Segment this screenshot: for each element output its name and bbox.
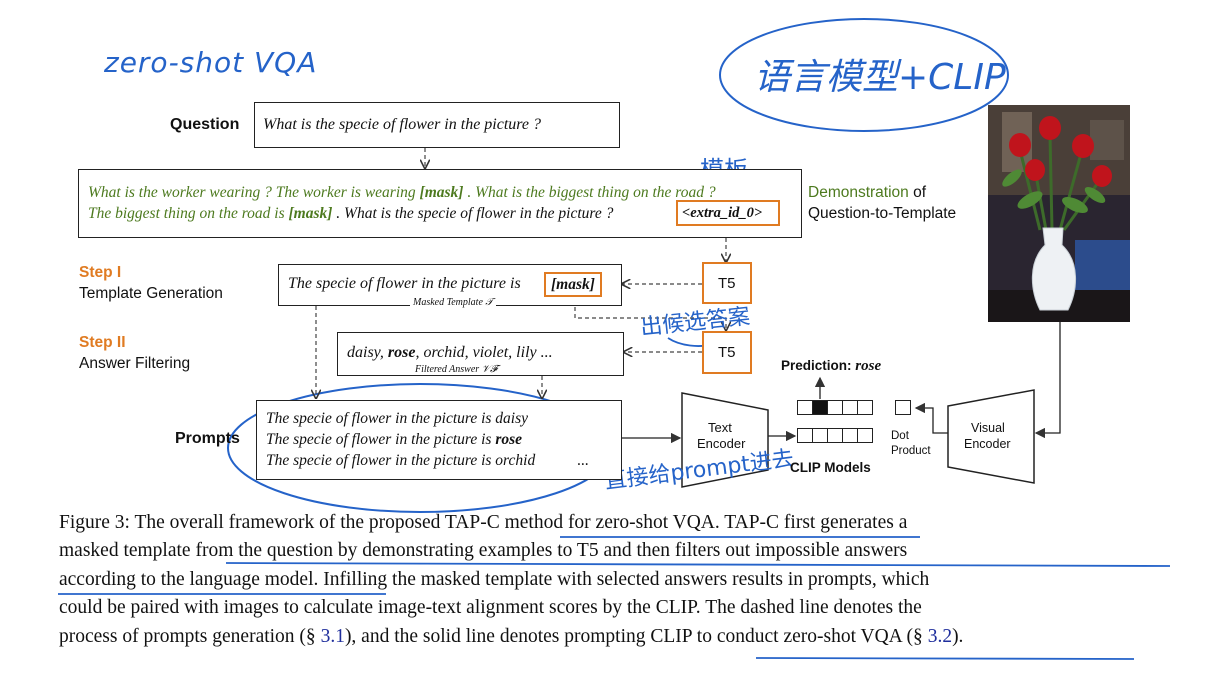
visual-encoder-shape xyxy=(947,389,1035,484)
extra-id-text: <extra_id_0> xyxy=(682,205,763,221)
prediction-value: rose xyxy=(855,358,882,374)
demo-line-1-text: What is the worker wearing ? The worker … xyxy=(88,184,420,201)
answers-post: , orchid, violet, lily ... xyxy=(415,344,553,361)
demonstration-box: What is the worker wearing ? The worker … xyxy=(78,169,802,238)
handwritten-title: zero-shot VQA xyxy=(104,46,318,79)
caption-line-2: masked template from the question by dem… xyxy=(59,540,908,561)
question-text: What is the specie of flower in the pict… xyxy=(263,116,542,133)
embedding-cell xyxy=(842,428,858,443)
filtered-answers: daisy, rose, orchid, violet, lily ... xyxy=(347,344,553,362)
demonstration-label-2: Question-to-Template xyxy=(808,205,957,222)
embedding-cell xyxy=(797,428,813,443)
demo-mask-2: [mask] xyxy=(288,205,333,222)
prompt-2-text: The specie of flower in the picture is xyxy=(266,431,496,448)
demo-line-1b: . What is the biggest thing on the road … xyxy=(463,184,716,201)
embedding-cell xyxy=(827,428,843,443)
dot-product-label-2: Product xyxy=(891,445,931,457)
masked-template-text: The specie of flower in the picture is xyxy=(288,275,521,292)
prompts-box: The specie of flower in the picture is d… xyxy=(256,400,622,480)
answers-bold: rose xyxy=(387,344,416,361)
handwritten-ellipse-top xyxy=(719,18,1009,132)
filtered-answers-caption: Filtered Answer 𝒱𝓕 xyxy=(412,364,501,375)
step1-title: Step I xyxy=(79,264,122,281)
masked-template-mask: [mask] xyxy=(551,276,595,293)
masked-template-mask-box: [mask] xyxy=(544,272,602,297)
question-label: Question xyxy=(170,116,240,133)
demo-line-2-text: The biggest thing on the road is xyxy=(88,205,289,222)
demo-line-2b: . What is the specie of flower in the pi… xyxy=(332,205,614,222)
prompt-2: The specie of flower in the picture is r… xyxy=(266,431,522,449)
demo-line-2: The biggest thing on the road is [mask] … xyxy=(88,205,613,223)
handwritten-note-lm-clip: 语言模型+CLIP xyxy=(754,57,1006,98)
step1-subtitle: Template Generation xyxy=(79,285,223,302)
demo-label-green: Demonstration xyxy=(808,184,909,201)
prompt-1: The specie of flower in the picture is d… xyxy=(266,410,529,427)
caption-line-5a: process of prompts generation (§ xyxy=(59,626,321,647)
clip-models-label: CLIP Models xyxy=(790,460,871,475)
extra-id-box: <extra_id_0> xyxy=(676,200,780,226)
text-embedding-vector xyxy=(797,428,873,443)
text-encoder-shape xyxy=(681,392,769,488)
flower-photo xyxy=(988,105,1130,322)
answers-pre: daisy, xyxy=(347,344,388,361)
citation-link-3-2[interactable]: 3.2 xyxy=(927,626,953,647)
step2-title: Step II xyxy=(79,334,126,351)
t5-box-1: T5 xyxy=(702,262,752,304)
demo-line-1: What is the worker wearing ? The worker … xyxy=(88,184,716,202)
embedding-cell xyxy=(812,428,828,443)
dot-product-label-1: Dot xyxy=(891,430,909,442)
score-cell-selected xyxy=(812,400,828,415)
prediction-label: Prediction: xyxy=(781,358,856,373)
prediction: Prediction: rose xyxy=(781,358,881,375)
text-encoder-label-1: Text xyxy=(708,420,732,435)
caption-line-3: according to the language model. Infilli… xyxy=(59,569,930,590)
embedding-cell xyxy=(857,428,873,443)
score-cell xyxy=(842,400,858,415)
prompts-label: Prompts xyxy=(175,430,240,447)
question-box: What is the specie of flower in the pict… xyxy=(254,102,620,148)
caption-line-4: could be paired with images to calculate… xyxy=(59,597,922,618)
caption-line-5b: ), and the solid line denotes prompting … xyxy=(344,626,928,647)
text-encoder-label-2: Encoder xyxy=(697,436,746,451)
score-cell xyxy=(797,400,813,415)
t5-label-1: T5 xyxy=(718,275,736,292)
masked-template-caption: Masked Template 𝒯 xyxy=(410,297,497,308)
score-cell xyxy=(857,400,873,415)
prompt-3: The specie of flower in the picture is o… xyxy=(266,452,536,469)
image-embedding-cell xyxy=(895,400,911,415)
demonstration-label: Demonstration of xyxy=(808,184,926,202)
citation-link-3-1[interactable]: 3.1 xyxy=(320,626,345,647)
prompt-ellipsis: ... xyxy=(577,452,589,469)
score-cell xyxy=(827,400,843,415)
demo-mask-1: [mask] xyxy=(419,184,464,201)
visual-encoder-label-2: Encoder xyxy=(964,437,1011,451)
score-vector xyxy=(797,400,873,415)
demo-label-of: of xyxy=(908,184,927,201)
caption-line-1: Figure 3: The overall framework of the p… xyxy=(59,512,908,533)
caption-line-5c: ). xyxy=(952,626,964,647)
visual-encoder-label-1: Visual xyxy=(971,421,1005,435)
caption-line-5: process of prompts generation (§ 3.1), a… xyxy=(59,623,963,652)
prompt-2-bold: rose xyxy=(495,431,523,448)
step2-subtitle: Answer Filtering xyxy=(79,355,191,372)
t5-label-2: T5 xyxy=(718,344,736,361)
t5-box-2: T5 xyxy=(702,331,752,374)
